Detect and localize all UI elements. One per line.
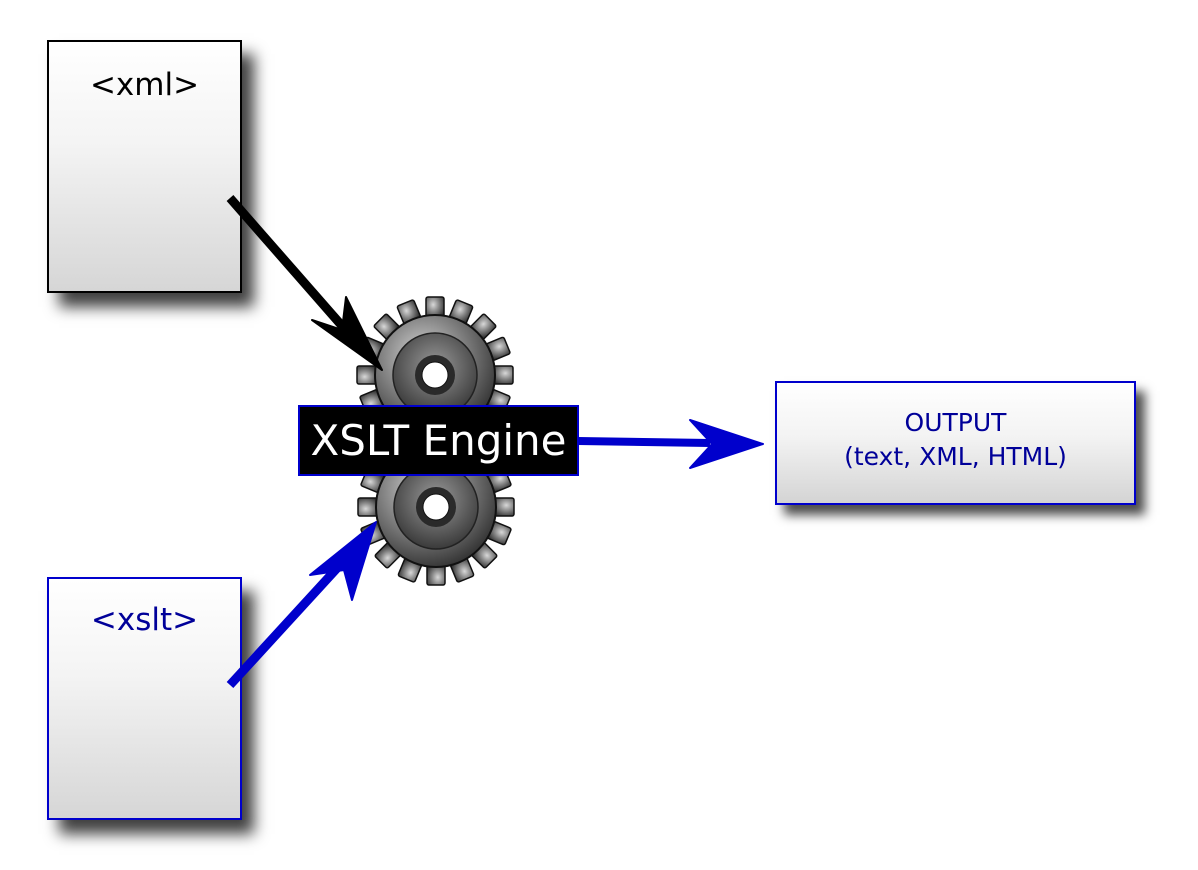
output-formats: (text, XML, HTML) [844, 442, 1067, 471]
output-title: OUTPUT [904, 408, 1007, 437]
xslt-engine-label: XSLT Engine [298, 405, 579, 476]
xslt-input-document: <xslt> [47, 577, 242, 820]
xml-to-engine-arrow [226, 195, 383, 371]
xslt-document-label: <xslt> [90, 602, 199, 638]
xslt-to-engine-arrow [226, 521, 377, 689]
xml-document-label: <xml> [89, 67, 200, 103]
engine-to-output-arrow [577, 419, 764, 469]
xml-input-document: <xml> [47, 40, 242, 293]
output-box: OUTPUT (text, XML, HTML) [775, 381, 1136, 505]
